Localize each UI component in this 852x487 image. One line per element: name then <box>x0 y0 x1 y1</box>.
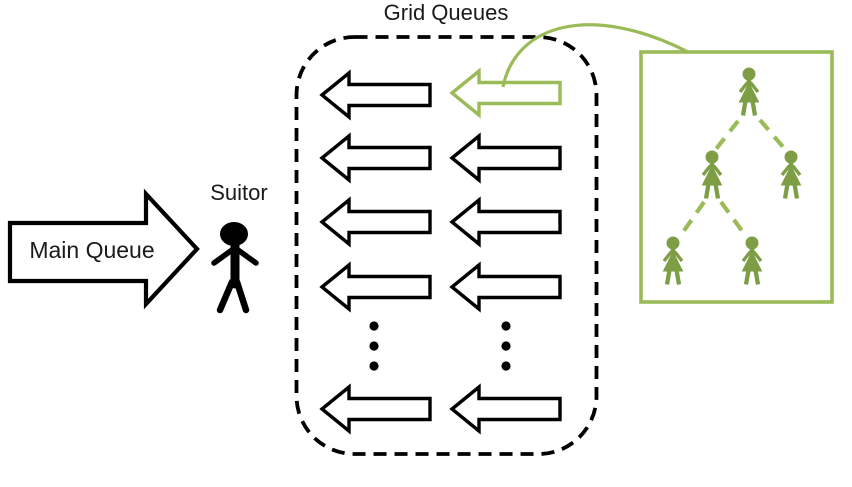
queue-arrow-icon <box>320 134 432 182</box>
suitor-label: Suitor <box>210 180 268 205</box>
tree-person-icon <box>782 151 801 199</box>
suitor-person-icon <box>211 222 259 314</box>
queue-arrow-icon <box>450 134 562 182</box>
main-queue-label: Main Queue <box>29 237 155 263</box>
queue-arrow-icon <box>320 263 432 311</box>
queue-arrow-icon <box>450 385 562 433</box>
queue-arrow-icon <box>320 71 432 119</box>
tree-edges <box>679 118 786 237</box>
tree-person-icon <box>740 68 759 116</box>
tree-person-icon <box>703 151 722 199</box>
queue-detail-connector-curve <box>501 23 689 88</box>
queue-contents-box <box>639 50 834 304</box>
right-column-ellipsis-icon <box>501 321 511 371</box>
left-column-ellipsis-icon <box>369 321 379 371</box>
main-queue-arrow-icon <box>7 188 200 310</box>
queue-arrow-icon <box>320 198 432 246</box>
queue-arrow-icon <box>450 198 562 246</box>
grid-queues-label: Grid Queues <box>383 0 509 25</box>
tree-person-icon <box>743 237 762 285</box>
grid-queues-container <box>294 35 599 456</box>
tree-person-icon <box>664 237 683 285</box>
queue-arrow-icon <box>450 263 562 311</box>
queue-arrow-icon <box>320 385 432 433</box>
